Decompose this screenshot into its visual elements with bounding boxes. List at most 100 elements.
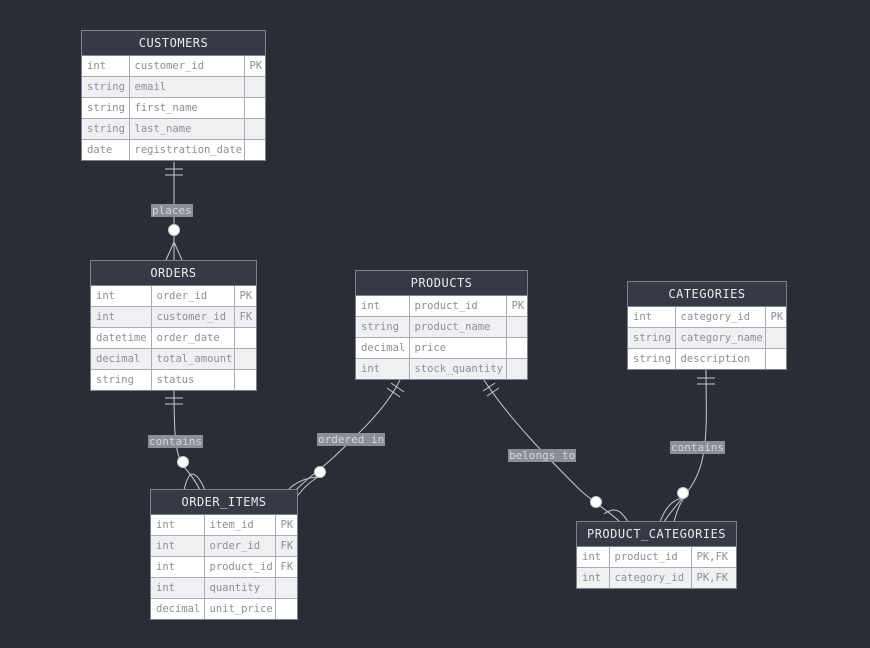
attribute-key (243, 76, 265, 98)
attribute-type: string (628, 327, 676, 349)
cardinality-many-product-categories-a (603, 509, 629, 523)
attribute-key: PK (233, 286, 256, 307)
attribute-name: first_name (128, 97, 245, 119)
attribute-type: int (91, 306, 152, 328)
label-contains-orders: contains (148, 435, 203, 448)
attribute-name: product_name (408, 316, 507, 338)
attribute-name: price (408, 337, 507, 359)
attribute-type: string (82, 76, 130, 98)
attribute-type: int (151, 515, 205, 536)
attribute-type: string (91, 369, 152, 390)
attribute-name: product_id (203, 556, 276, 578)
entity-title: ORDER_ITEMS (151, 490, 297, 515)
attribute-name: status (150, 369, 235, 390)
attribute-name: order_id (150, 286, 235, 307)
entity-title: PRODUCT_CATEGORIES (577, 522, 736, 547)
attribute-key (243, 118, 265, 140)
attribute-name: last_name (128, 118, 245, 140)
attribute-type: decimal (91, 348, 152, 370)
label-belongs-to: belongs to (508, 449, 577, 462)
attribute-type: int (82, 56, 130, 77)
attribute-type: int (151, 556, 205, 578)
entity-title: CATEGORIES (628, 282, 786, 307)
attribute-type: decimal (356, 337, 410, 359)
cardinality-many-order-items-a (183, 473, 206, 491)
attribute-key: PK,FK (690, 547, 736, 568)
link-categories-product-categories (663, 369, 707, 523)
attribute-key: PK (505, 296, 527, 317)
label-contains-categories: contains (670, 441, 725, 454)
attribute-type: string (356, 316, 410, 338)
zero-marker-product-categories-b (677, 487, 689, 499)
attribute-key: FK (274, 535, 297, 557)
attribute-key (764, 327, 786, 349)
attribute-type: int (577, 547, 610, 568)
attribute-name: total_amount (150, 348, 235, 370)
attribute-name: customer_id (128, 56, 245, 77)
attribute-key (243, 97, 265, 119)
attribute-type: date (82, 139, 130, 160)
attribute-name: item_id (203, 515, 276, 536)
attribute-name: description (674, 348, 766, 369)
attribute-type: string (82, 97, 130, 119)
attribute-key (505, 337, 527, 359)
attribute-name: order_date (150, 327, 235, 349)
zero-marker-product-categories-a (590, 496, 602, 508)
attribute-name: product_id (608, 547, 692, 568)
entity-title: ORDERS (91, 261, 256, 286)
attribute-key (505, 358, 527, 379)
attribute-type: decimal (151, 598, 205, 619)
attribute-type: int (91, 286, 152, 307)
attribute-key (233, 348, 256, 370)
attribute-type: int (151, 535, 205, 557)
attribute-name: product_id (408, 296, 507, 317)
attribute-name: customer_id (150, 306, 235, 328)
label-places: places (151, 204, 193, 217)
attribute-name: category_name (674, 327, 766, 349)
link-orders-order-items (173, 389, 201, 491)
attribute-type: int (151, 577, 205, 599)
zero-marker-order-items-a (177, 456, 189, 468)
attribute-type: string (628, 348, 676, 369)
zero-marker-order-items-b (314, 466, 326, 478)
zero-marker-orders (168, 224, 180, 236)
attribute-key (233, 327, 256, 349)
label-ordered-in: ordered in (317, 433, 386, 446)
attribute-key (243, 139, 265, 160)
attribute-type: int (577, 567, 610, 588)
attribute-key (274, 577, 297, 599)
attribute-type: int (628, 307, 676, 328)
attribute-name: quantity (203, 577, 276, 599)
attribute-key: PK (243, 56, 265, 77)
